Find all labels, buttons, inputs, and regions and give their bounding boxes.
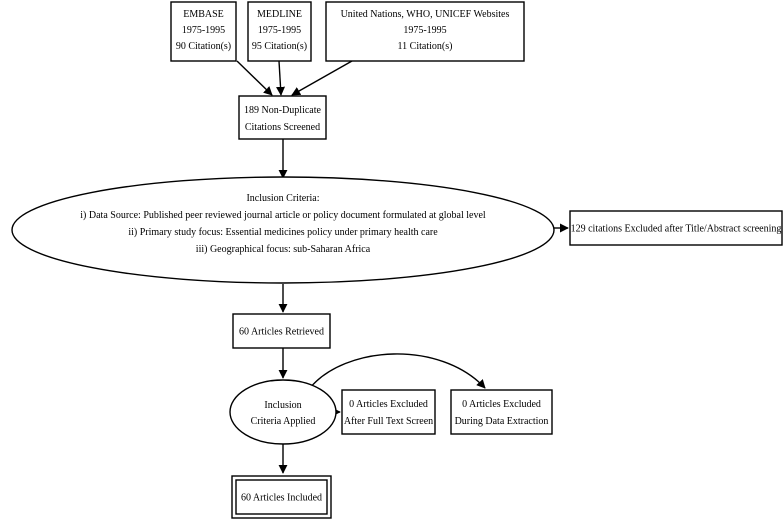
medline-years: 1975-1995 [258,25,301,36]
retrieved-label: 60 Articles Retrieved [239,327,324,338]
edges [236,60,569,474]
criteria-applied-line1: Inclusion [264,400,301,411]
embase-count: 90 Citation(s) [176,41,231,52]
criteria-title: Inclusion Criteria: [246,193,319,204]
screened-node: 189 Non-Duplicate Citations Screened [238,95,327,140]
un-websites-years: 1975-1995 [403,25,446,36]
excluded-full-text-line2: After Full Text Screen [344,416,433,427]
edge-applied-to-extraction [308,353,486,390]
embase-name: EMBASE [183,9,224,20]
screened-line2: Citations Screened [245,122,320,133]
retrieved-node: 60 Articles Retrieved [232,313,331,349]
embase-node: EMBASE 1975-1995 90 Citation(s) [170,1,237,62]
criteria-applied-line2: Criteria Applied [251,416,316,427]
excluded-title-abstract-node: 129 citations Excluded after Title/Abstr… [569,210,783,246]
un-websites-count: 11 Citation(s) [398,41,453,52]
criteria-item-2: ii) Primary study focus: Essential medic… [128,227,438,238]
medline-count: 95 Citation(s) [252,41,307,52]
criteria-item-1: i) Data Source: Published peer reviewed … [80,210,486,221]
medline-name: MEDLINE [257,9,302,20]
criteria-applied-node: Inclusion Criteria Applied [229,379,337,445]
excluded-extraction-node: 0 Articles Excluded During Data Extracti… [450,389,553,435]
excluded-extraction-line1: 0 Articles Excluded [462,399,541,410]
included-label: 60 Articles Included [241,493,322,504]
criteria-item-3: iii) Geographical focus: sub-Saharan Afr… [196,244,371,255]
excluded-full-text-line1: 0 Articles Excluded [349,399,428,410]
inclusion-criteria-node: Inclusion Criteria: i) Data Source: Publ… [11,176,555,284]
un-websites-node: United Nations, WHO, UNICEF Websites 197… [325,1,525,62]
edge-medline-to-screened [276,60,286,96]
screened-line1: 189 Non-Duplicate [244,105,321,116]
edge-embase-to-screened [236,60,273,96]
excluded-full-text-node: 0 Articles Excluded After Full Text Scre… [341,389,436,435]
excluded-title-abstract-label: 129 citations Excluded after Title/Abstr… [571,224,782,235]
included-node: 60 Articles Included [231,475,332,519]
medline-node: MEDLINE 1975-1995 95 Citation(s) [247,1,312,62]
un-websites-name: United Nations, WHO, UNICEF Websites [341,9,510,20]
excluded-extraction-line2: During Data Extraction [455,416,549,427]
embase-years: 1975-1995 [182,25,225,36]
edge-un-to-screened [291,60,353,96]
